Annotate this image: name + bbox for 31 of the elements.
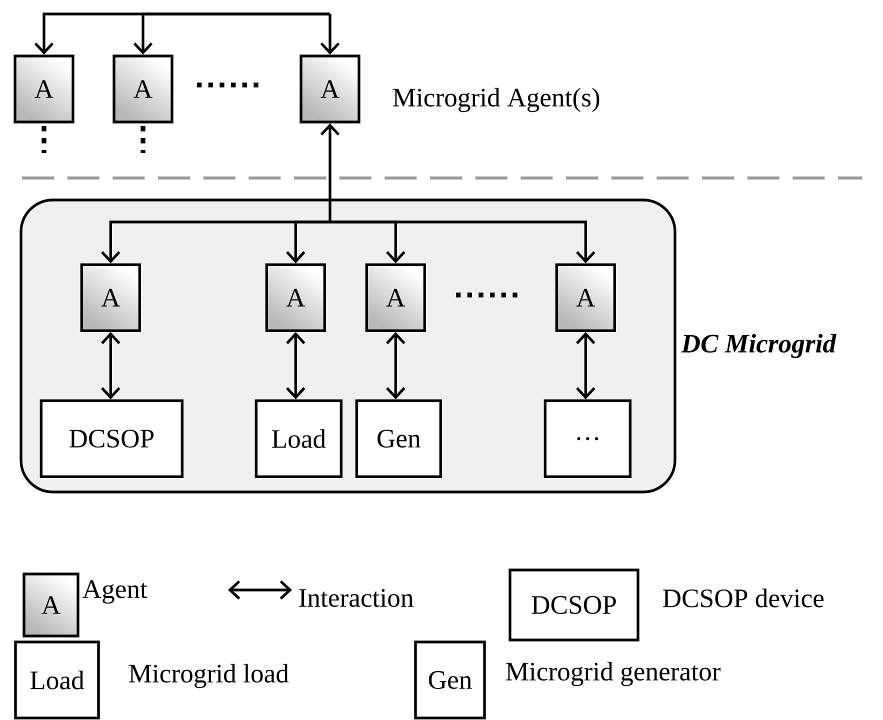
- arrow: [133, 12, 330, 55]
- device-box: DCSOP: [508, 568, 640, 642]
- device-box: …: [544, 399, 632, 478]
- legend-label: Interaction: [299, 589, 414, 607]
- description-label: Microgrid Agent(s): [393, 88, 600, 112]
- device-box: Load: [254, 399, 342, 478]
- arrow: [286, 220, 330, 264]
- arrow: [320, 14, 340, 55]
- description-label: DCSOP device: [663, 588, 824, 608]
- device-box: Gen: [414, 640, 486, 720]
- device-box: DCSOP: [40, 399, 184, 478]
- arrow: [386, 332, 406, 400]
- agent-box: A: [22, 572, 80, 638]
- agent-box: A: [14, 54, 74, 124]
- description-label: Agent: [82, 580, 148, 604]
- agent-box: A: [112, 54, 174, 124]
- device-box: Gen: [355, 399, 442, 478]
- arrow: [101, 332, 120, 400]
- arrow: [320, 123, 340, 222]
- description-label: Microgrid load: [129, 664, 289, 688]
- device-box: Load: [14, 640, 100, 720]
- arrow: [576, 332, 596, 400]
- description-label: Microgrid generator: [506, 662, 721, 686]
- arrow: [330, 220, 596, 264]
- agent-box: A: [265, 263, 326, 332]
- agent-box: A: [555, 263, 616, 332]
- agent-box: A: [300, 54, 360, 124]
- arrow: [286, 332, 306, 400]
- panel-title: DC Microgrid: [681, 334, 836, 358]
- agent-box: A: [80, 263, 141, 332]
- agent-box: A: [365, 263, 426, 332]
